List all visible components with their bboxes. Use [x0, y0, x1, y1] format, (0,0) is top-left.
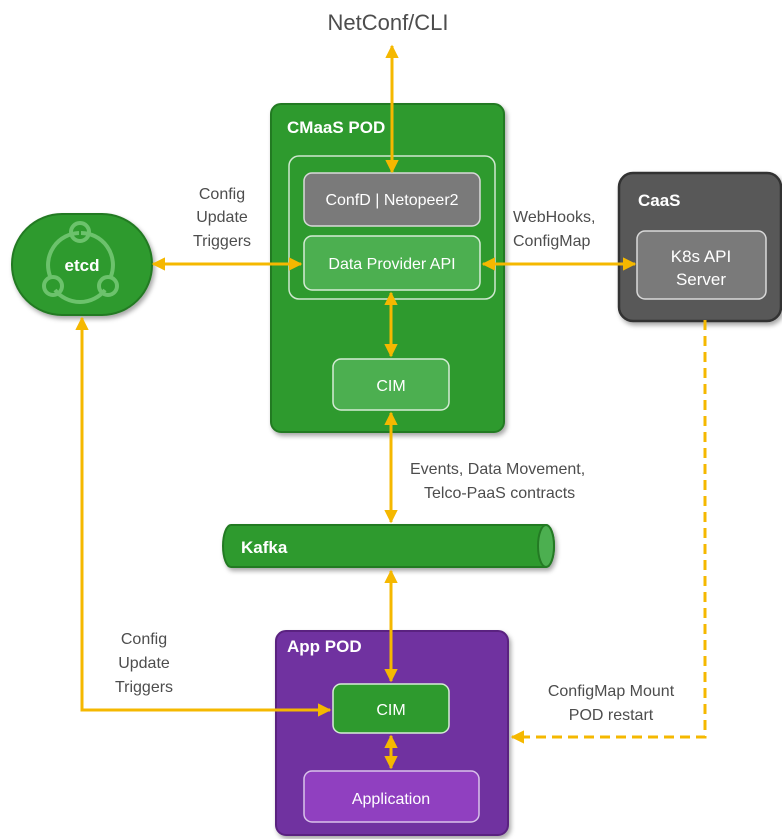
data-provider-api-label: Data Provider API	[328, 256, 455, 273]
caas-node: CaaS K8s API Server	[617, 171, 782, 323]
configmap-mount-line2: POD restart	[569, 707, 654, 724]
config-update-top-line1: Config	[199, 186, 245, 203]
app-pod-title: App POD	[287, 637, 362, 656]
config-update-bottom-line3: Triggers	[115, 679, 173, 696]
application-box: Application	[303, 770, 480, 823]
etcd-cluster-icon	[42, 221, 119, 304]
k8s-api-label-line1: K8s API	[671, 247, 731, 266]
webhooks-line1: WebHooks,	[513, 209, 595, 226]
config-update-top-line3: Triggers	[193, 233, 251, 250]
kafka-label: Kafka	[241, 538, 288, 557]
app-cim-box: CIM	[332, 683, 450, 734]
configmap-mount-line1: ConfigMap Mount	[548, 683, 675, 700]
application-label: Application	[352, 791, 430, 808]
k8s-api-server-box: K8s API Server	[636, 230, 767, 300]
label-config-update-bottom: Config Update Triggers	[115, 631, 173, 696]
config-update-top-line2: Update	[196, 209, 248, 226]
etcd-node: etcd	[11, 213, 153, 316]
confd-netopeer2-box: ConfD | Netopeer2	[303, 172, 481, 227]
events-line1: Events, Data Movement,	[410, 461, 585, 478]
app-pod: App POD CIM Application	[275, 630, 509, 836]
arrow-k8s-apppod-dashed	[510, 320, 707, 744]
netconf-cli-label: NetConf/CLI	[327, 10, 448, 35]
label-events-data-movement: Events, Data Movement, Telco-PaaS contra…	[410, 461, 585, 502]
connectors	[75, 44, 707, 770]
config-update-bottom-line2: Update	[118, 655, 170, 672]
confd-netopeer2-label: ConfD | Netopeer2	[325, 192, 458, 209]
cmaas-cim-label: CIM	[376, 378, 405, 395]
kafka-node: Kafka	[222, 524, 555, 568]
label-webhooks-configmap: WebHooks, ConfigMap	[513, 209, 595, 250]
cmaas-pod: CMaaS POD ConfD | Netopeer2 Data Provide…	[270, 103, 505, 433]
label-configmap-mount: ConfigMap Mount POD restart	[548, 683, 675, 724]
etcd-label: etcd	[65, 256, 100, 275]
cmaas-cim-box: CIM	[332, 358, 450, 411]
label-config-update-top: Config Update Triggers	[193, 186, 251, 250]
config-update-bottom-line1: Config	[121, 631, 167, 648]
webhooks-line2: ConfigMap	[513, 233, 590, 250]
app-cim-label: CIM	[376, 702, 405, 719]
k8s-api-label-line2: Server	[676, 270, 726, 289]
arrow-etcd-appcim	[75, 316, 332, 717]
caas-title: CaaS	[638, 191, 681, 210]
events-line2: Telco-PaaS contracts	[424, 485, 575, 502]
cmaas-pod-title: CMaaS POD	[287, 118, 385, 137]
data-provider-api-box: Data Provider API	[303, 235, 481, 291]
